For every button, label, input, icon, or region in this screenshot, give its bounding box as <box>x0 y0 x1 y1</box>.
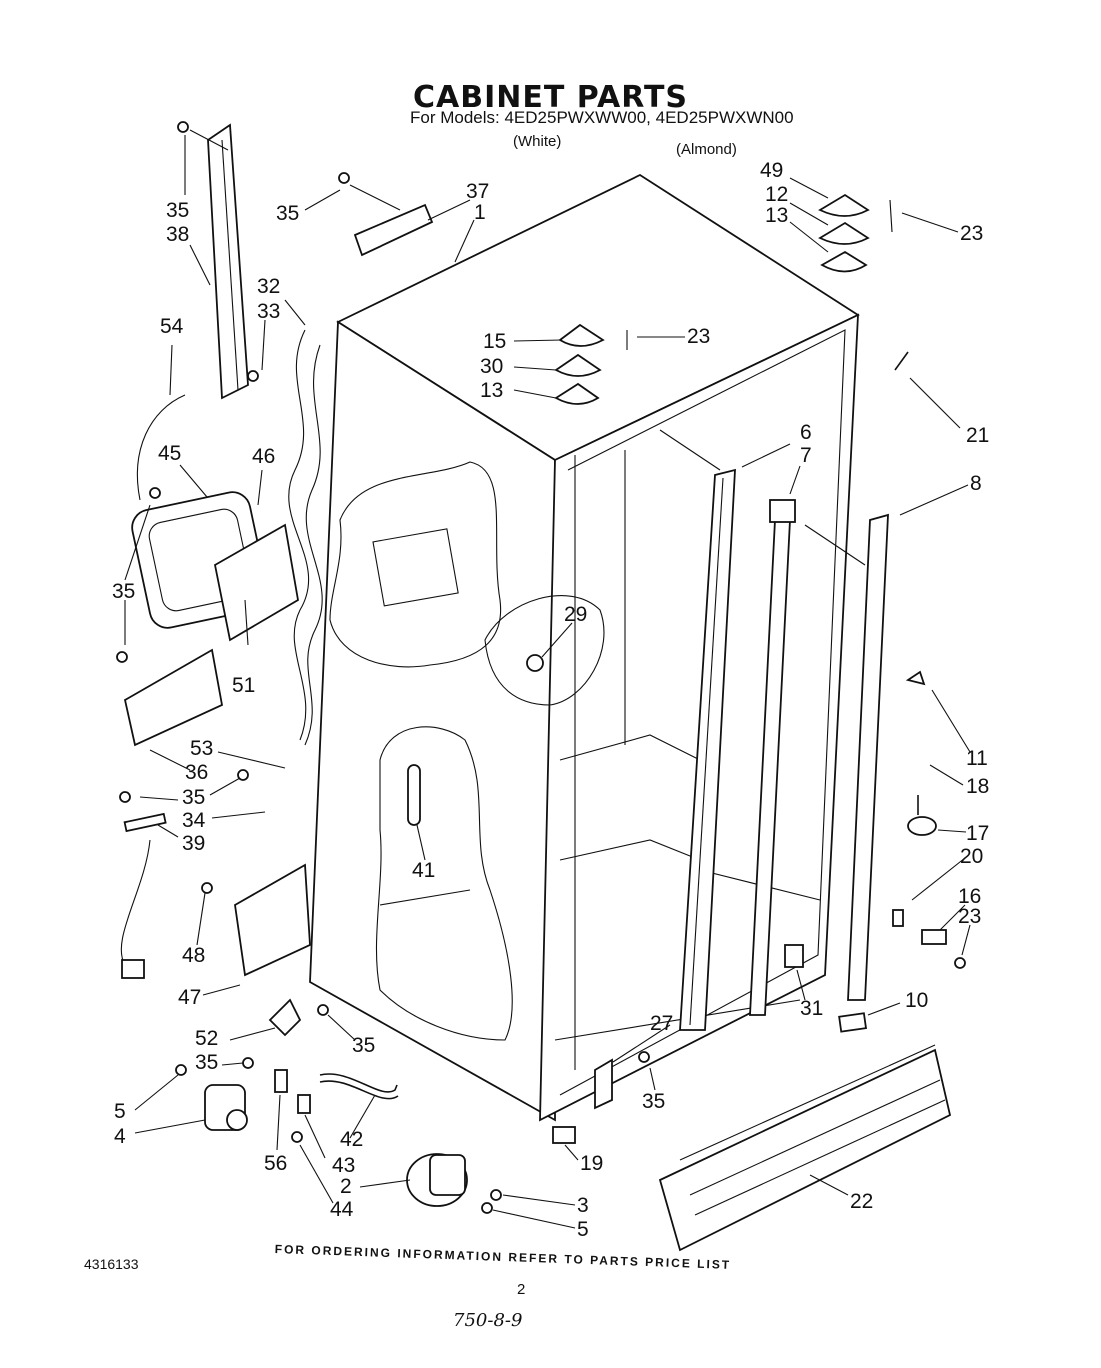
page-title: CABINET PARTS <box>412 80 689 115</box>
callout: 20 <box>960 845 983 868</box>
callout: 29 <box>564 603 587 626</box>
callout: 51 <box>232 674 255 697</box>
callout: 13 <box>765 204 788 227</box>
callout: 8 <box>970 472 982 495</box>
callout: 30 <box>480 355 503 378</box>
document-number: 4316133 <box>84 1256 139 1272</box>
callout: 17 <box>966 822 989 845</box>
color-label-white: (White) <box>513 133 562 150</box>
callout: 35 <box>352 1034 375 1057</box>
callout: 33 <box>257 300 280 323</box>
callout: 12 <box>765 183 788 206</box>
callout: 42 <box>340 1128 363 1151</box>
callout-labels: 35 38 35 37 1 49 12 13 23 54 32 33 15 30… <box>112 159 989 1241</box>
callout: 23 <box>958 905 981 928</box>
callout: 37 <box>466 180 489 203</box>
callout: 4 <box>114 1125 126 1148</box>
callout: 35 <box>182 786 205 809</box>
callout: 11 <box>966 747 988 770</box>
callout: 16 <box>958 885 981 908</box>
callout: 23 <box>960 222 983 245</box>
callout: 15 <box>483 330 506 353</box>
callout: 35 <box>166 199 189 222</box>
callout: 44 <box>330 1198 354 1221</box>
callout: 46 <box>252 445 275 468</box>
callout: 1 <box>474 201 486 224</box>
callout: 35 <box>642 1090 665 1113</box>
callout: 35 <box>276 202 299 225</box>
callout: 5 <box>577 1218 589 1241</box>
leader-lines <box>124 129 971 1229</box>
callout: 38 <box>166 223 189 246</box>
callout: 32 <box>257 275 280 298</box>
callout: 31 <box>800 997 823 1020</box>
callout: 36 <box>185 761 208 784</box>
callout: 22 <box>850 1190 873 1213</box>
callout: 35 <box>112 580 135 603</box>
callout: 53 <box>190 737 213 760</box>
callout: 19 <box>580 1152 603 1175</box>
callout: 43 <box>332 1154 355 1177</box>
callout: 54 <box>160 315 184 338</box>
models-line: For Models: 4ED25PWXWW00, 4ED25PWXWN00 <box>410 108 794 127</box>
callout: 35 <box>195 1051 218 1074</box>
callout: 2 <box>340 1175 352 1198</box>
callout: 49 <box>760 159 783 182</box>
callout: 18 <box>966 775 989 798</box>
handwritten-code: 750-8-9 <box>453 1310 523 1331</box>
callout: 45 <box>158 442 181 465</box>
callout: 48 <box>182 944 205 967</box>
color-label-almond: (Almond) <box>676 141 737 158</box>
callout: 10 <box>905 989 928 1012</box>
callout: 56 <box>264 1152 287 1175</box>
callout: 23 <box>687 325 710 348</box>
callout: 39 <box>182 832 205 855</box>
callout: 21 <box>966 424 989 447</box>
callout: 27 <box>650 1012 673 1035</box>
callout: 52 <box>195 1027 218 1050</box>
callout: 5 <box>114 1100 126 1123</box>
page-number: 2 <box>517 1281 526 1298</box>
callout: 41 <box>412 859 435 882</box>
callout: 13 <box>480 379 503 402</box>
callout: 47 <box>178 986 201 1009</box>
callout: 34 <box>182 809 206 832</box>
callout: 6 <box>800 421 812 444</box>
callout: 3 <box>577 1194 589 1217</box>
callout: 7 <box>800 444 812 467</box>
